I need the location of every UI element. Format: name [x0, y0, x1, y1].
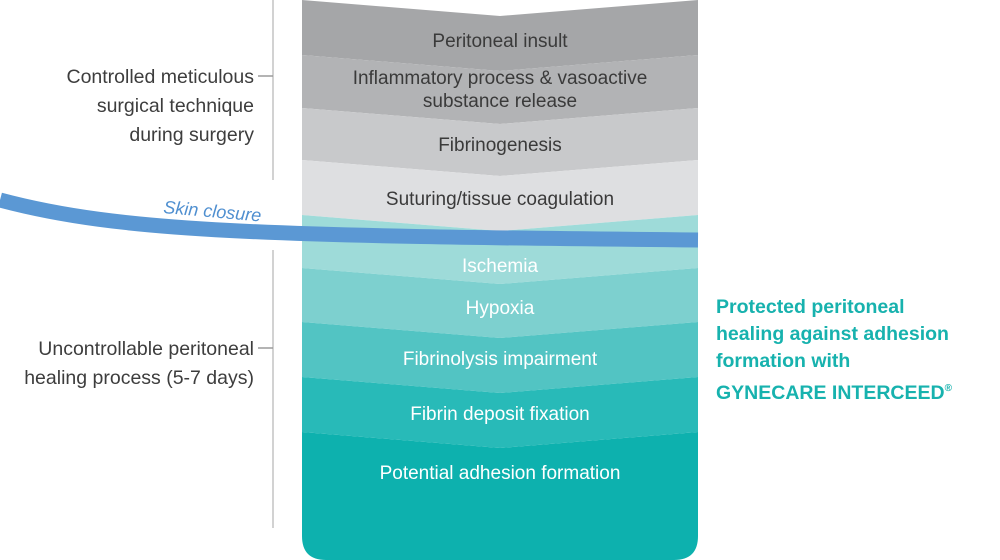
- brand-name: GYNECARE INTERCEED: [716, 382, 945, 404]
- stage-fibrinolysis-impairment: [302, 322, 698, 393]
- stage-label-peritoneal-insult: Peritoneal insult: [432, 31, 568, 52]
- registered-mark: ®: [944, 383, 952, 394]
- controlled-label-line: during surgery: [129, 124, 254, 146]
- stage-label-potential-adhesion: Potential adhesion formation: [380, 463, 621, 484]
- controlled-label-line: surgical technique: [96, 95, 254, 117]
- stage-label-fibrinogenesis: Fibrinogenesis: [438, 135, 562, 156]
- uncontrollable-label-line: healing process (5-7 days): [24, 367, 254, 389]
- controlled-label-line: Controlled meticulous: [66, 66, 254, 88]
- skin-closure-band: [0, 192, 699, 248]
- callout-brand-line: GYNECARE INTERCEED®: [716, 375, 996, 407]
- stage-inflammatory-process: [302, 55, 698, 124]
- stage-label-hypoxia: Hypoxia: [466, 298, 535, 319]
- stage-label-fibrin-deposit-fixation: Fibrin deposit fixation: [410, 404, 590, 425]
- callout-line: Protected peritoneal: [716, 296, 905, 318]
- callout-line: healing against adhesion: [716, 323, 949, 345]
- stage-hypoxia: [302, 268, 698, 338]
- stage-peritoneal-insult: [302, 0, 698, 71]
- stage-suturing: [302, 160, 698, 231]
- controlled-technique-label: Controlled meticulous surgical technique…: [4, 63, 254, 150]
- stage-fibrin-deposit-fixation: [302, 377, 698, 448]
- stage-label-fibrinolysis-impairment: Fibrinolysis impairment: [403, 349, 598, 370]
- uncontrollable-process-label: Uncontrollable peritoneal healing proces…: [4, 335, 254, 393]
- stage-fibrinogenesis: [302, 108, 698, 176]
- stage-label-ischemia: Ischemia: [462, 256, 538, 277]
- callout-line: formation with: [716, 350, 851, 372]
- stage-potential-adhesion: [302, 432, 698, 560]
- protected-healing-callout: Protected peritoneal healing against adh…: [716, 294, 996, 407]
- stage-label-suturing: Suturing/tissue coagulation: [386, 189, 614, 210]
- uncontrollable-label-line: Uncontrollable peritoneal: [38, 338, 254, 360]
- stage-label-inflammatory-process: Inflammatory process & vasoactive: [353, 68, 648, 89]
- stage-label-inflammatory-process: substance release: [423, 91, 577, 112]
